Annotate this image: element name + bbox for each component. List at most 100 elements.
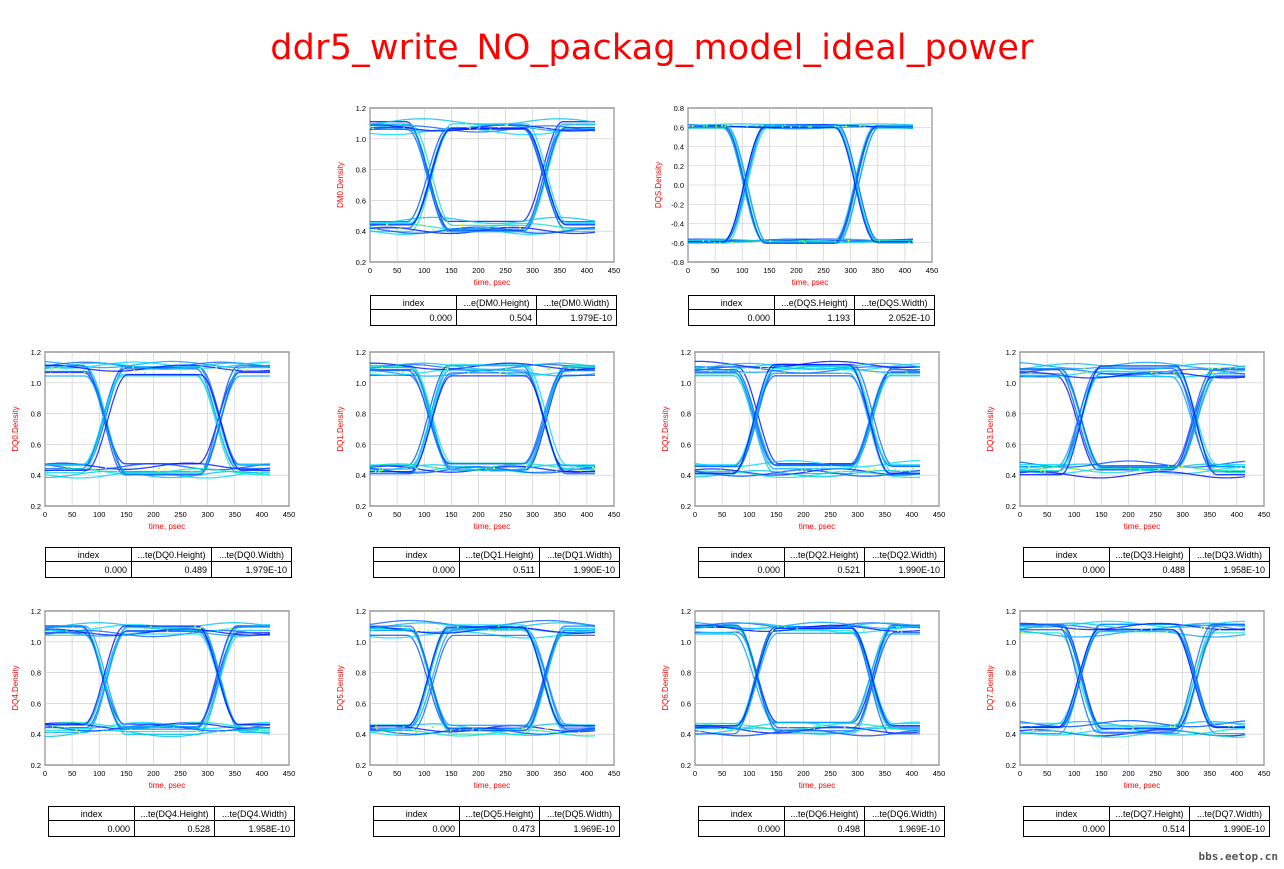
eye-trace — [369, 118, 596, 126]
eye-trace — [1020, 623, 1245, 728]
eye-trace — [369, 368, 595, 376]
density-dot — [1028, 466, 1031, 469]
x-tick-label: 400 — [581, 266, 594, 275]
eye-trace — [369, 631, 595, 639]
x-tick-label: 350 — [1204, 769, 1217, 778]
y-axis-label: DQ1.Density — [336, 406, 345, 451]
density-dot — [127, 627, 130, 630]
table-value-cell: 0.000 — [1023, 561, 1110, 578]
eye-trace — [1020, 720, 1246, 729]
density-dot — [1078, 372, 1081, 375]
density-dot — [92, 467, 95, 470]
density-dot — [810, 125, 813, 128]
x-tick-label: 50 — [68, 769, 76, 778]
eye-trace — [688, 126, 913, 244]
density-dot — [258, 465, 261, 468]
eye-trace — [688, 123, 913, 241]
density-dot — [478, 126, 481, 129]
density-dot — [790, 126, 792, 129]
density-dot — [413, 728, 415, 731]
density-dot — [497, 625, 500, 628]
density-dot — [1073, 467, 1076, 470]
eye-trace — [370, 627, 595, 729]
density-dot — [498, 371, 501, 374]
density-dot — [72, 626, 74, 629]
eye-trace — [694, 365, 921, 373]
eye-trace — [1019, 466, 1245, 475]
density-dot — [1087, 468, 1090, 471]
plot-area — [369, 351, 615, 507]
x-tick-label: 200 — [147, 510, 160, 519]
density-dot — [246, 367, 249, 370]
eye-trace — [694, 625, 920, 634]
density-dot — [233, 369, 236, 372]
density-dot — [544, 727, 547, 730]
eye-trace — [694, 622, 921, 630]
density-dot — [378, 470, 380, 473]
table-value-cell: 0.000 — [698, 820, 785, 837]
density-dot — [905, 371, 908, 374]
y-tick-label: 1.0 — [1006, 638, 1016, 647]
x-tick-label: 100 — [93, 769, 106, 778]
y-axis-label: DQS.Density — [654, 162, 663, 208]
density-dot — [1188, 726, 1191, 729]
density-dot — [97, 731, 99, 734]
density-dot — [758, 728, 761, 731]
density-dot — [849, 630, 852, 633]
density-dot — [769, 240, 772, 243]
eye-trace — [45, 364, 271, 372]
table-value-cell: 0.000 — [1023, 820, 1110, 837]
eye-trace — [695, 375, 920, 467]
x-tick-label: 350 — [1204, 510, 1217, 519]
density-dot — [873, 467, 876, 470]
y-tick-label: 0.8 — [674, 104, 684, 113]
eye-trace — [370, 629, 595, 726]
eye-trace — [44, 622, 271, 630]
x-axis-label: time, psec — [474, 522, 510, 531]
density-dot — [813, 728, 816, 730]
eye-trace — [369, 125, 596, 133]
density-dot — [415, 630, 418, 632]
eye-results-table-dm0: index...e(DM0.Height)...te(DM0.Width)0.0… — [370, 295, 617, 326]
density-dot — [1085, 371, 1088, 374]
x-tick-label: 400 — [906, 510, 919, 519]
eye-trace — [45, 629, 270, 735]
plot-area — [369, 610, 615, 766]
y-tick-label: 0.6 — [681, 699, 691, 708]
x-tick-label: 200 — [797, 510, 810, 519]
density-dot — [1030, 724, 1033, 727]
density-dot — [63, 468, 66, 470]
density-dot — [698, 730, 701, 732]
eye-trace — [688, 126, 913, 244]
density-dot — [487, 470, 489, 472]
y-tick-label: 0.2 — [356, 258, 366, 267]
y-tick-label: 1.2 — [1006, 348, 1016, 357]
density-dot — [215, 366, 218, 369]
x-axis-label: time, psec — [149, 781, 185, 790]
eye-trace — [44, 721, 271, 730]
eye-trace — [695, 469, 921, 478]
density-dot — [160, 627, 163, 630]
eye-trace — [695, 360, 921, 369]
density-dot — [395, 228, 398, 231]
eye-trace — [695, 627, 920, 727]
x-tick-label: 100 — [743, 510, 756, 519]
eye-trace — [1019, 368, 1246, 376]
density-dot — [493, 467, 496, 470]
density-dot — [221, 366, 224, 369]
eye-trace — [688, 125, 913, 242]
density-dot — [418, 627, 421, 630]
eye-trace — [694, 721, 920, 729]
eye-trace — [45, 625, 270, 733]
x-tick-label: 200 — [797, 769, 810, 778]
table-header-cell: ...te(DQ7.Height) — [1109, 806, 1190, 821]
density-dot — [83, 368, 86, 371]
eye-trace — [44, 360, 271, 369]
x-tick-label: 450 — [933, 769, 946, 778]
eye-trace — [370, 362, 596, 371]
density-dot — [856, 725, 858, 728]
y-tick-label: 0.6 — [31, 440, 41, 449]
density-dot — [399, 122, 402, 125]
density-dot — [199, 627, 202, 629]
density-dot — [535, 127, 538, 130]
